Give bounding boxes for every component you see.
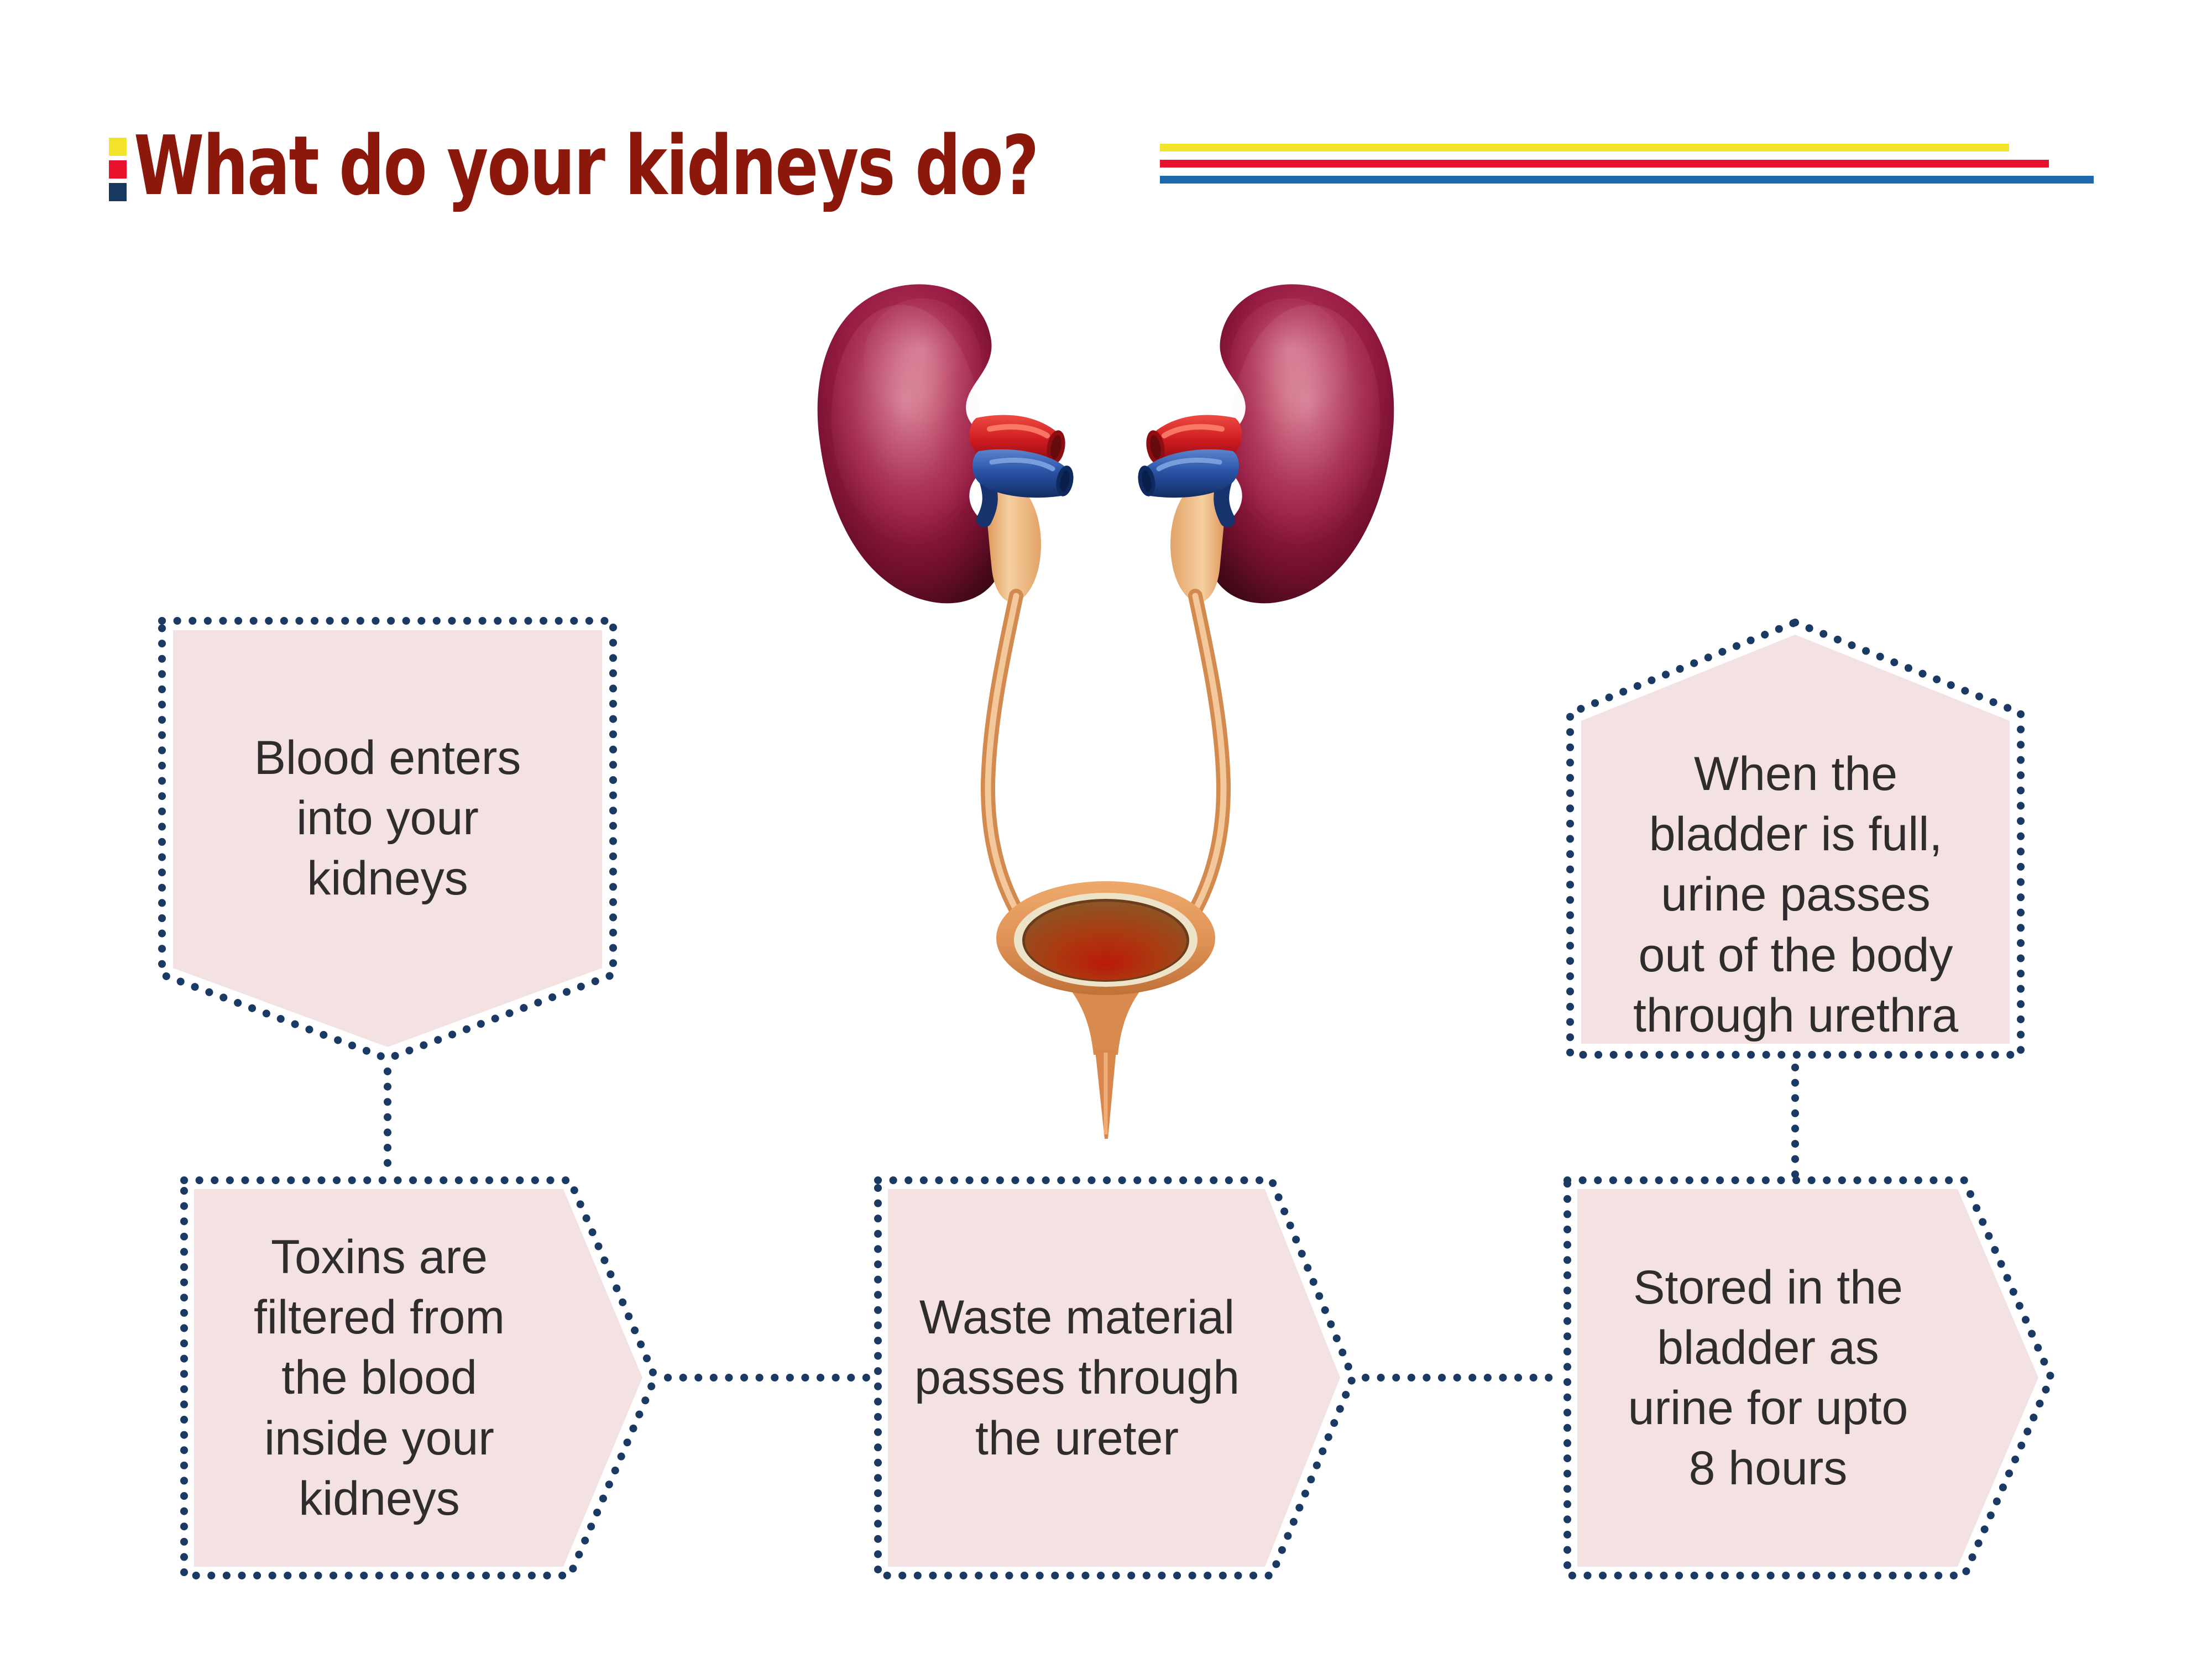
kidneys-illustration	[817, 279, 1403, 1139]
step-5-label: When the bladder is full, urine passes o…	[1633, 747, 1959, 1042]
step-2-fill	[194, 1189, 642, 1567]
title-accent-yellow-square	[109, 138, 127, 156]
renal-vein	[972, 449, 1074, 527]
bladder-urine	[1025, 902, 1186, 980]
step-5-fill	[1581, 635, 2010, 1044]
step-3-label: Waste material passes through the ureter	[914, 1291, 1240, 1465]
page-title: What do your kidneys do?	[134, 118, 1039, 213]
title-underline-red	[1160, 160, 2049, 168]
step-1-fill	[173, 630, 602, 1047]
step-4-fill	[1577, 1189, 2038, 1567]
title-underline-blue	[1160, 176, 2094, 184]
left-ureter-highlight	[985, 593, 1024, 921]
left-kidney-unit	[817, 284, 1074, 925]
left-kidney	[817, 284, 1002, 604]
urethra	[1095, 1050, 1116, 1139]
step-2-border	[180, 1176, 660, 1579]
step-4-label: Stored in the bladder as urine for upto …	[1628, 1260, 1908, 1495]
title-accent-red-square	[109, 160, 127, 179]
step-3-border	[874, 1176, 1357, 1579]
right-kidney-unit	[1136, 279, 1403, 918]
step-3-fill	[888, 1189, 1340, 1567]
step-2-label: Toxins are filtered from the blood insid…	[253, 1230, 505, 1525]
title-accent-navy-square	[109, 183, 127, 201]
flow-boxes	[158, 617, 2056, 1579]
step-4-border	[1563, 1176, 2056, 1579]
step-1-border	[158, 617, 617, 1063]
step-5-border	[1566, 618, 2025, 1059]
title-underline-yellow	[1160, 144, 2009, 151]
bladder	[996, 881, 1215, 1055]
step-1-label: Blood enters into your kidneys	[254, 731, 521, 906]
